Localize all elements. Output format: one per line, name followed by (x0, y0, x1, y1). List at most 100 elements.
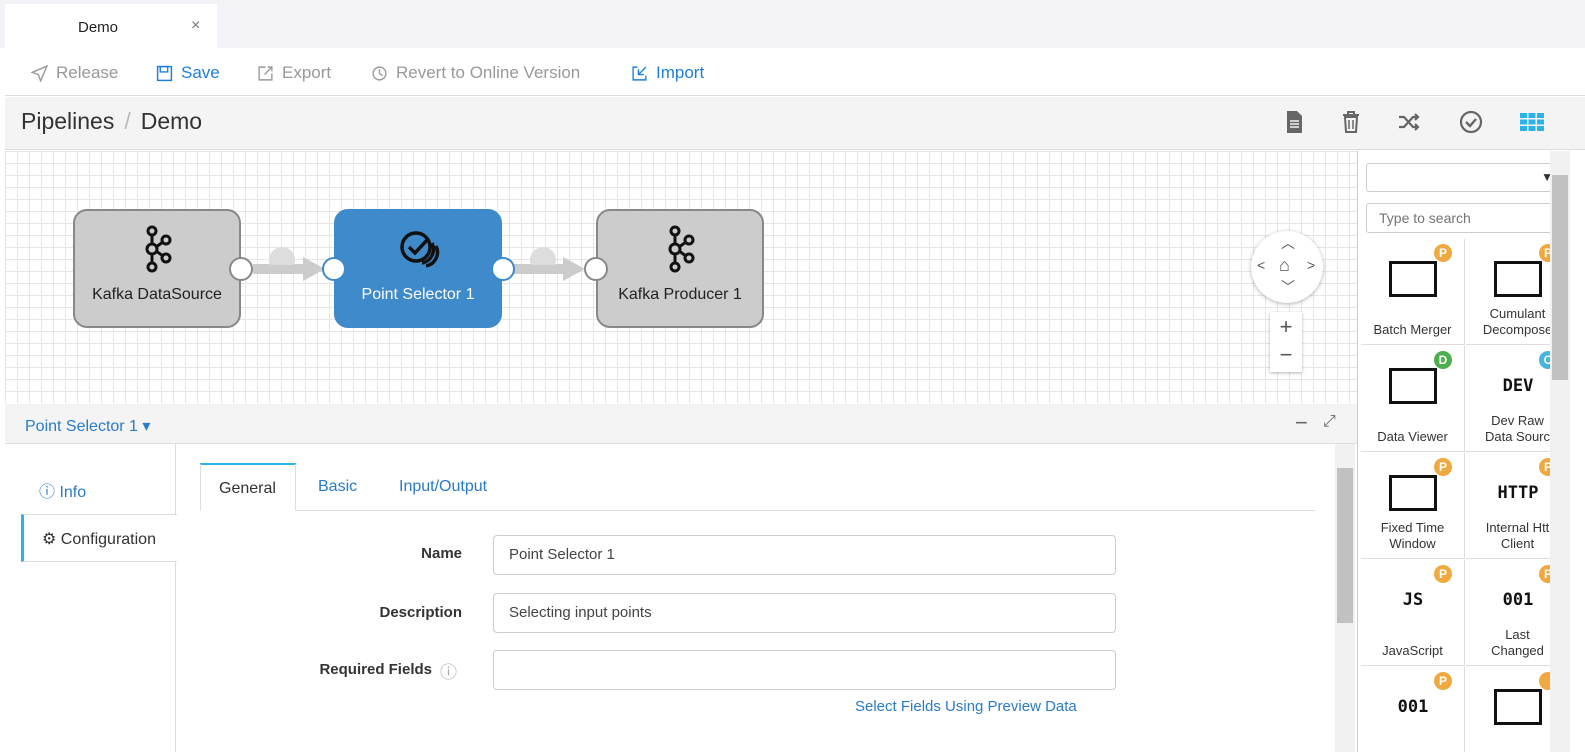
connection-arrow[interactable] (253, 264, 305, 274)
nav-configuration[interactable]: ⚙ Configuration (21, 514, 177, 562)
kafka-icon (668, 225, 695, 273)
palette-item-label: JavaScript (1382, 643, 1443, 658)
panel-scroll-thumb[interactable] (1337, 468, 1353, 623)
history-icon (372, 65, 387, 81)
export-icon (258, 65, 273, 81)
palette-search-input[interactable] (1366, 203, 1556, 233)
palette-item-label: Last Changed (1491, 627, 1544, 658)
tab-general[interactable]: General (200, 463, 296, 511)
minimize-icon[interactable]: − (1295, 410, 1308, 435)
save-label: Save (181, 63, 220, 82)
palette-scroll-thumb[interactable] (1552, 175, 1568, 380)
required-fields-label: Required Fields (319, 661, 432, 678)
pan-down-icon[interactable]: ﹀ (1281, 279, 1295, 295)
batch-merger-icon (1389, 261, 1437, 297)
export-button[interactable]: Export (257, 63, 331, 83)
pan-navigator[interactable]: ︿ < ⌂ > ﹀ (1251, 231, 1323, 303)
stage-dropdown[interactable]: Point Selector 1 ▾ (25, 418, 151, 435)
output-port[interactable] (491, 257, 515, 281)
breadcrumb-pipelines[interactable]: Pipelines (21, 108, 115, 134)
required-fields-input[interactable] (493, 650, 1116, 690)
file-icon[interactable] (1281, 109, 1307, 135)
description-label: Description (379, 604, 462, 621)
badge: D (1434, 351, 1452, 369)
import-label: Import (656, 63, 705, 82)
last-changed-icon: 001 (1502, 590, 1534, 610)
tab-input-output[interactable]: Input/Output (399, 478, 488, 495)
release-button[interactable]: Release (31, 63, 118, 83)
arrow-head (303, 257, 325, 281)
nav-configuration-label: Configuration (60, 531, 156, 548)
last-record-icon: 001 (1397, 697, 1429, 717)
arrow-head (563, 257, 585, 281)
name-input[interactable]: Point Selector 1 (493, 535, 1116, 575)
node-kafka-producer[interactable]: Kafka Producer 1 (596, 209, 764, 328)
description-textarea[interactable]: Selecting input points (493, 593, 1116, 633)
info-icon[interactable]: ⓘ (440, 663, 457, 682)
save-button[interactable]: Save (156, 63, 220, 83)
tab-basic[interactable]: Basic (318, 478, 358, 495)
config-tabs: General Basic Input/Output (200, 463, 1315, 511)
data-viewer-icon (1389, 368, 1437, 404)
check-circle-icon[interactable] (1458, 109, 1484, 135)
gear-icon: ⚙ (42, 531, 61, 548)
pan-up-icon[interactable]: ︿ (1281, 235, 1295, 251)
node-label: Kafka DataSource (92, 286, 222, 303)
toolbar: Release Save Export Revert to Online Ver… (5, 48, 1585, 96)
select-fields-link[interactable]: Select Fields Using Preview Data (855, 698, 1077, 715)
pipeline-canvas[interactable]: Kafka DataSource Point Selector 1 Kafka … (5, 151, 1357, 403)
zoom-in-button[interactable]: + (1279, 314, 1293, 339)
panel-nav: ⓘ Info ⚙ Configuration (5, 444, 177, 752)
point-selector-icon (400, 231, 440, 268)
library-select[interactable]: ▼ (1366, 163, 1556, 192)
close-icon[interactable]: × (191, 17, 201, 34)
import-icon (632, 65, 647, 81)
breadcrumb-separator: / (124, 108, 131, 134)
node-point-selector[interactable]: Point Selector 1 (334, 209, 502, 328)
http-icon: HTTP (1497, 483, 1539, 503)
nav-info-label: Info (59, 484, 87, 501)
pan-left-icon[interactable]: < (1257, 257, 1266, 273)
export-label: Export (282, 63, 332, 82)
tab-bar: Demo × (0, 0, 1585, 48)
config-panel: ⓘ Info ⚙ Configuration General Basic Inp… (5, 444, 1357, 752)
dropdown-arrow-icon: ▼ (1541, 170, 1553, 184)
badge: P (1434, 244, 1452, 262)
input-port[interactable] (322, 257, 346, 281)
connection-arrow[interactable] (513, 264, 565, 274)
output-port[interactable] (229, 257, 253, 281)
tab-demo[interactable]: Demo × (5, 4, 217, 48)
zoom-controls: + − (1270, 312, 1302, 372)
revert-button[interactable]: Revert to Online Version (371, 63, 580, 83)
save-icon (156, 65, 173, 81)
breadcrumb: Pipelines/Demo (21, 108, 202, 135)
send-icon (31, 64, 48, 82)
node-kafka-datasource[interactable]: Kafka DataSource (73, 209, 241, 328)
shuffle-icon[interactable] (1396, 109, 1422, 135)
info-icon: ⓘ (39, 484, 60, 501)
pan-right-icon[interactable]: > (1307, 257, 1316, 273)
palette-item[interactable]: D Data Viewer (1361, 346, 1465, 452)
tab-title: Demo (78, 19, 119, 36)
trash-icon[interactable] (1338, 109, 1364, 135)
palette-item-label: Data Viewer (1377, 429, 1448, 444)
nav-info[interactable]: ⓘ Info (21, 464, 176, 512)
import-button[interactable]: Import (631, 63, 704, 83)
gauge-icon (530, 247, 556, 265)
zoom-out-button[interactable]: − (1279, 342, 1293, 367)
late-point-icon (1494, 689, 1542, 725)
palette-item-label: Cumulant Decompose (1482, 306, 1553, 337)
maximize-icon[interactable]: ⤢ (1323, 413, 1336, 430)
home-icon[interactable]: ⌂ (1279, 255, 1290, 275)
release-label: Release (56, 63, 119, 82)
badge: P (1434, 458, 1452, 476)
kafka-icon (145, 225, 172, 273)
input-port[interactable] (584, 257, 608, 281)
grid-icon[interactable] (1519, 109, 1545, 135)
badge: P (1434, 565, 1452, 583)
